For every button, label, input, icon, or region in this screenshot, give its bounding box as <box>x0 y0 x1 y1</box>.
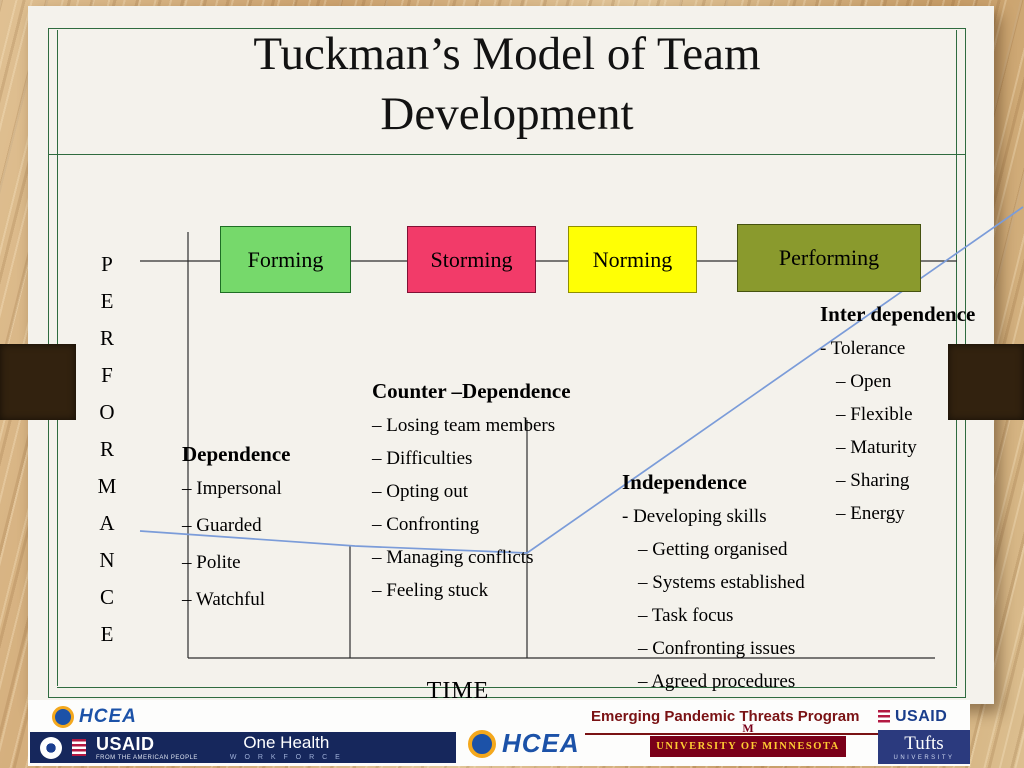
list-item: – Guarded <box>182 515 262 536</box>
one-health-workforce-block: One Health W O R K F O R C E <box>230 734 343 761</box>
slide-inner-border-bottom <box>57 687 957 688</box>
university-of-minnesota-logo: M UNIVERSITY OF MINNESOTA <box>650 722 846 757</box>
stage-box-storming: Storming <box>407 226 536 293</box>
stage-label-forming: Forming <box>247 246 324 272</box>
ohcea-wordmark: HCEA <box>502 728 580 758</box>
stage-label-norming: Norming <box>592 246 673 272</box>
title-separator-line <box>48 154 965 155</box>
ohcea-wordmark: HCEA <box>79 706 137 727</box>
left-mount-clip <box>0 344 76 420</box>
list-item: – Feeling stuck <box>372 580 489 601</box>
list-item: – Managing conflicts <box>372 547 534 568</box>
list-item: – Polite <box>182 552 241 573</box>
usaid-flag-icon <box>72 739 86 756</box>
list-item: – Confronting <box>372 514 480 535</box>
stage-box-performing: Performing <box>737 224 921 292</box>
stage-label-storming: Storming <box>430 246 513 272</box>
tufts-wordmark: Tufts <box>904 732 944 754</box>
stage-box-forming: Forming <box>220 226 351 293</box>
ohcea-globe-icon <box>468 729 496 758</box>
list-item: – Watchful <box>182 589 266 610</box>
ept-program-banner: Emerging Pandemic Threats Program <box>585 708 943 735</box>
inter-dependence-heading: Inter dependence <box>820 302 976 326</box>
list-item: – Systems established <box>638 572 805 593</box>
stage-label-performing: Performing <box>778 245 880 270</box>
usaid-onehealth-banner: USAID FROM THE AMERICAN PEOPLE One Healt… <box>30 732 456 763</box>
list-item: – Impersonal <box>182 478 282 499</box>
list-item: – Agreed procedures <box>638 671 796 692</box>
list-item: – Difficulties <box>372 448 473 469</box>
footer-logo-bar: HCEA USAID FROM THE AMERICAN PEOPLE One … <box>28 700 970 766</box>
list-item: – Getting organised <box>638 539 788 560</box>
ept-program-title: Emerging Pandemic Threats Program <box>591 708 860 725</box>
slide-title: Tuckman’s Model of Team Development <box>253 28 761 141</box>
usaid-wordmark: USAID <box>895 708 948 725</box>
list-item: – Sharing <box>836 470 910 491</box>
usaid-wordmark-block: USAID FROM THE AMERICAN PEOPLE <box>96 735 198 761</box>
usaid-wordmark: USAID <box>96 733 155 754</box>
stage-box-norming: Norming <box>568 226 697 293</box>
usaid-tagline: FROM THE AMERICAN PEOPLE <box>96 754 198 761</box>
list-item: – Maturity <box>836 437 917 458</box>
usaid-logo-right: USAID <box>878 708 947 726</box>
list-item: – Task focus <box>638 605 734 626</box>
ohcea-logo-top: HCEA <box>52 706 137 728</box>
dependence-list: Dependence – Impersonal – Guarded – Poli… <box>182 442 367 625</box>
time-axis-label: TIME <box>426 678 490 704</box>
counter-dependence-list: Counter –Dependence – Losing team member… <box>372 379 622 612</box>
list-item: – Opting out <box>372 481 469 502</box>
list-item: – Losing team members <box>372 415 556 436</box>
counter-dependence-heading: Counter –Dependence <box>372 379 571 403</box>
usaid-seal-icon <box>40 736 62 759</box>
ohcea-globe-icon <box>52 706 74 728</box>
list-item: – Confronting issues <box>638 638 796 659</box>
ohcea-logo-bottom: HCEA <box>468 728 580 759</box>
dependence-heading: Dependence <box>182 442 291 466</box>
right-mount-clip <box>948 344 1024 420</box>
workforce-label: W O R K F O R C E <box>229 754 343 761</box>
tufts-university-label: UNIVERSITY <box>893 754 955 761</box>
tufts-logo: Tufts UNIVERSITY <box>878 730 970 764</box>
umn-wordmark: UNIVERSITY OF MINNESOTA <box>650 736 846 757</box>
list-item: – Energy <box>836 503 905 524</box>
performance-axis-label: PERFORMANCE <box>95 252 119 659</box>
umn-m-icon: M <box>742 721 754 735</box>
usaid-flag-icon <box>878 710 890 724</box>
one-health-wordmark: One Health <box>243 733 330 752</box>
